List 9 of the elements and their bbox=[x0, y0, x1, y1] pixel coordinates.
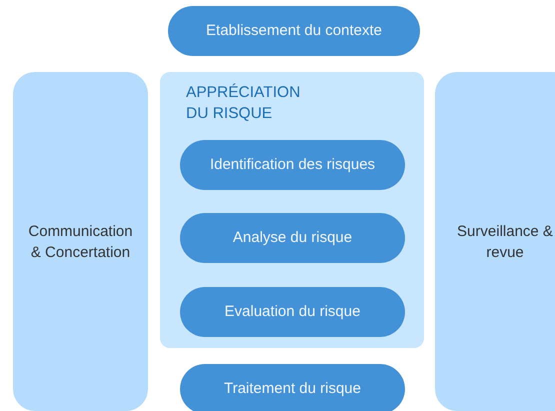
side-column: Communication & Concertation bbox=[13, 72, 148, 411]
process-pill: Identification des risques bbox=[180, 140, 405, 190]
side-column: Surveillance & revue bbox=[435, 72, 555, 411]
process-pill: Evaluation du risque bbox=[180, 287, 405, 337]
process-pill: Etablissement du contexte bbox=[168, 6, 420, 56]
group-panel bbox=[160, 72, 424, 348]
process-pill: Traitement du risque bbox=[180, 364, 405, 411]
group-heading: APPRÉCIATION DU RISQUE bbox=[186, 82, 302, 124]
process-pill: Analyse du risque bbox=[180, 213, 405, 263]
